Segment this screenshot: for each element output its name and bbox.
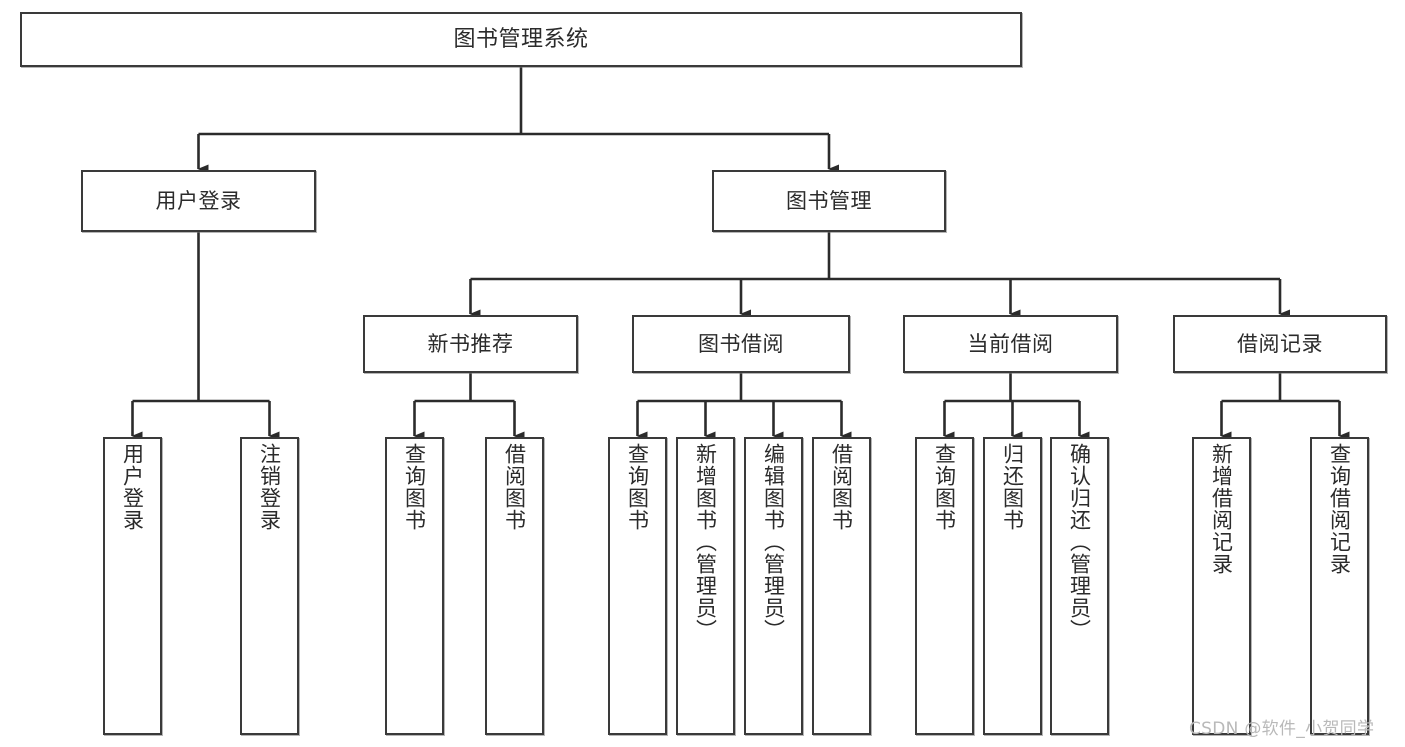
node-label: 用户登录 [155,188,242,213]
node-label: 查询借阅记录 [1327,443,1352,575]
node-label: 借阅图书 [502,443,527,531]
node-borrow-record[interactable]: 借阅记录 [1173,315,1387,373]
leaf-query-book-recommend[interactable]: 查询图书 [385,437,444,735]
csdn-watermark: CSDN @软件_小贺同学 [1189,719,1375,739]
node-label: 用户登录 [120,443,145,531]
node-root-system[interactable]: 图书管理系统 [20,12,1022,67]
node-label: 当前借阅 [967,331,1054,356]
leaf-confirm-return-admin[interactable]: 确认归还（管理员） [1050,437,1109,735]
leaf-add-book-admin[interactable]: 新增图书（管理员） [676,437,735,735]
leaf-query-book-current[interactable]: 查询图书 [915,437,974,735]
node-label: 查询图书 [932,443,957,531]
node-label: 查询图书 [402,443,427,531]
node-label: 查询图书 [625,443,650,531]
leaf-user-login[interactable]: 用户登录 [103,437,162,735]
node-current-borrow[interactable]: 当前借阅 [903,315,1118,373]
leaf-query-book-borrow[interactable]: 查询图书 [608,437,667,735]
node-label: 注销登录 [257,443,282,531]
node-book-manage[interactable]: 图书管理 [712,170,946,232]
leaf-query-borrow-record[interactable]: 查询借阅记录 [1310,437,1369,735]
leaf-borrow-book-recommend[interactable]: 借阅图书 [485,437,544,735]
leaf-borrow-book[interactable]: 借阅图书 [812,437,871,735]
leaf-edit-book-admin[interactable]: 编辑图书（管理员） [744,437,803,735]
node-label: 新书推荐 [427,331,514,356]
node-label: 图书管理系统 [453,26,589,52]
leaf-add-borrow-record[interactable]: 新增借阅记录 [1192,437,1251,735]
node-new-book-recommend[interactable]: 新书推荐 [363,315,578,373]
node-label: 新增借阅记录 [1209,443,1234,575]
node-book-borrow[interactable]: 图书借阅 [632,315,850,373]
leaf-return-book[interactable]: 归还图书 [983,437,1042,735]
leaf-logout[interactable]: 注销登录 [240,437,299,735]
node-label: 图书管理 [786,188,872,213]
node-label: 新增图书（管理员） [693,443,718,641]
node-label: 确认归还（管理员） [1067,443,1092,641]
node-label: 借阅记录 [1237,331,1323,356]
node-label: 归还图书 [1000,443,1025,531]
node-user-login[interactable]: 用户登录 [81,170,316,232]
node-label: 图书借阅 [698,331,784,356]
node-label: 编辑图书（管理员） [761,443,786,641]
node-label: 借阅图书 [829,443,854,531]
